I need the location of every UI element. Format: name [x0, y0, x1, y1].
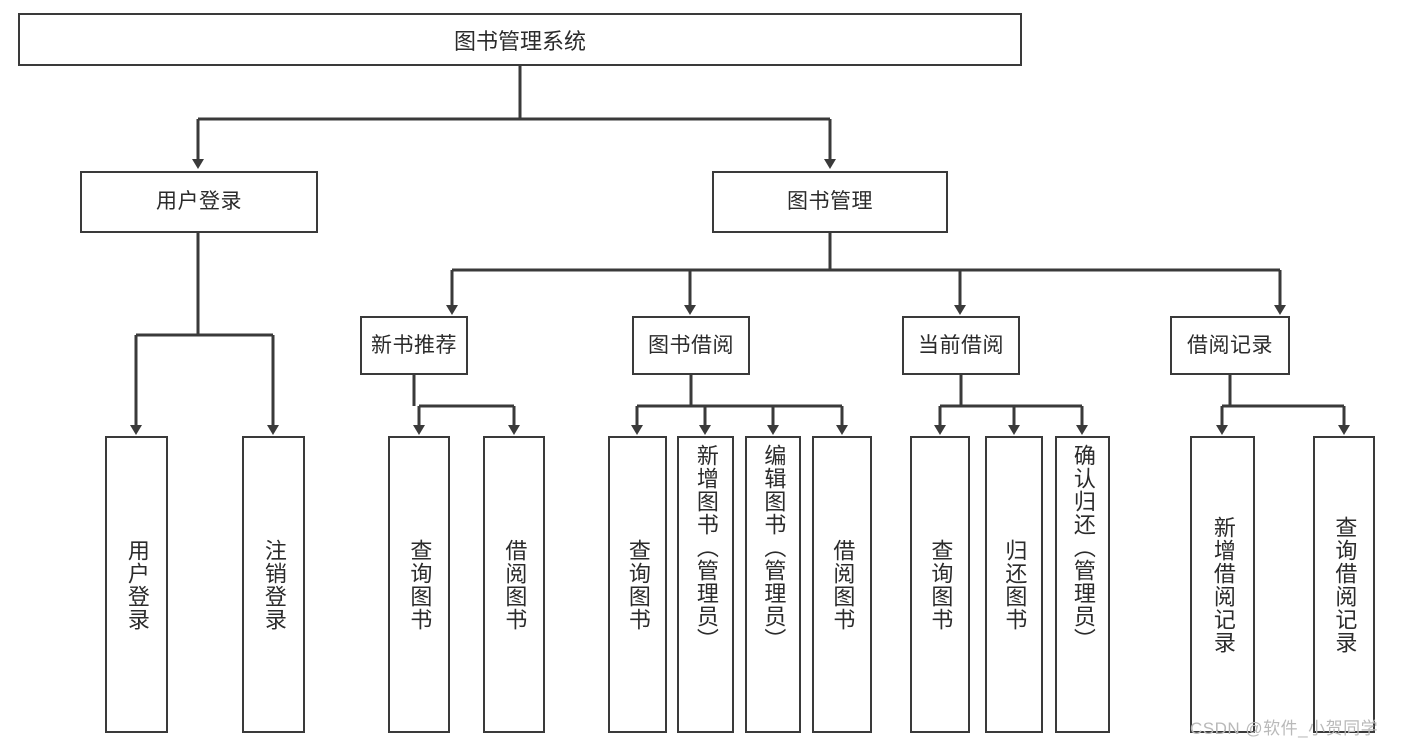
- leaf-query-book-new[interactable]: 查询图书: [388, 436, 450, 733]
- node-borrow-record-label: 借阅记录: [1187, 333, 1273, 357]
- leaf-borrow-book-label: 借阅图书: [830, 538, 856, 631]
- leaf-query-book-current-label: 查询图书: [928, 538, 954, 631]
- leaf-confirm-return-admin[interactable]: 确认归还（管理员）: [1055, 436, 1110, 733]
- node-borrow-record[interactable]: 借阅记录: [1170, 316, 1290, 375]
- leaf-add-borrow-record-label: 新增借阅记录: [1210, 515, 1236, 654]
- leaf-query-book-borrow-label: 查询图书: [625, 538, 651, 631]
- leaf-confirm-return-admin-label: 确认归还（管理员）: [1070, 444, 1096, 651]
- leaf-return-book[interactable]: 归还图书: [985, 436, 1043, 733]
- leaf-edit-book-admin-label: 编辑图书（管理员）: [761, 444, 787, 651]
- watermark: CSDN @软件_小贺同学: [1190, 719, 1379, 738]
- leaf-borrow-book-new[interactable]: 借阅图书: [483, 436, 545, 733]
- node-root[interactable]: 图书管理系统: [18, 13, 1022, 66]
- leaf-add-book-admin[interactable]: 新增图书（管理员）: [677, 436, 734, 733]
- node-book-management-label: 图书管理: [787, 190, 873, 214]
- node-current-borrow-label: 当前借阅: [918, 333, 1004, 357]
- node-new-book-recommend[interactable]: 新书推荐: [360, 316, 468, 375]
- leaf-query-borrow-record[interactable]: 查询借阅记录: [1313, 436, 1375, 733]
- node-user-login[interactable]: 用户登录: [80, 171, 318, 233]
- leaf-return-book-label: 归还图书: [1002, 538, 1028, 631]
- leaf-borrow-book[interactable]: 借阅图书: [812, 436, 872, 733]
- node-user-login-label: 用户登录: [156, 190, 242, 214]
- leaf-logout-label: 注销登录: [261, 538, 287, 631]
- leaf-query-borrow-record-label: 查询借阅记录: [1332, 515, 1358, 654]
- node-book-management[interactable]: 图书管理: [712, 171, 948, 233]
- leaf-add-borrow-record[interactable]: 新增借阅记录: [1190, 436, 1255, 733]
- leaf-add-book-admin-label: 新增图书（管理员）: [693, 444, 719, 651]
- node-current-borrow[interactable]: 当前借阅: [902, 316, 1020, 375]
- node-new-book-recommend-label: 新书推荐: [371, 333, 457, 357]
- node-book-borrow-label: 图书借阅: [648, 333, 734, 357]
- leaf-query-book-new-label: 查询图书: [407, 538, 433, 631]
- node-book-borrow[interactable]: 图书借阅: [632, 316, 750, 375]
- node-root-label: 图书管理系统: [453, 28, 586, 54]
- leaf-logout[interactable]: 注销登录: [242, 436, 305, 733]
- leaf-borrow-book-new-label: 借阅图书: [502, 538, 528, 631]
- leaf-edit-book-admin[interactable]: 编辑图书（管理员）: [745, 436, 801, 733]
- leaf-user-login[interactable]: 用户登录: [105, 436, 168, 733]
- leaf-query-book-borrow[interactable]: 查询图书: [608, 436, 667, 733]
- leaf-query-book-current[interactable]: 查询图书: [910, 436, 970, 733]
- leaf-user-login-label: 用户登录: [124, 538, 150, 631]
